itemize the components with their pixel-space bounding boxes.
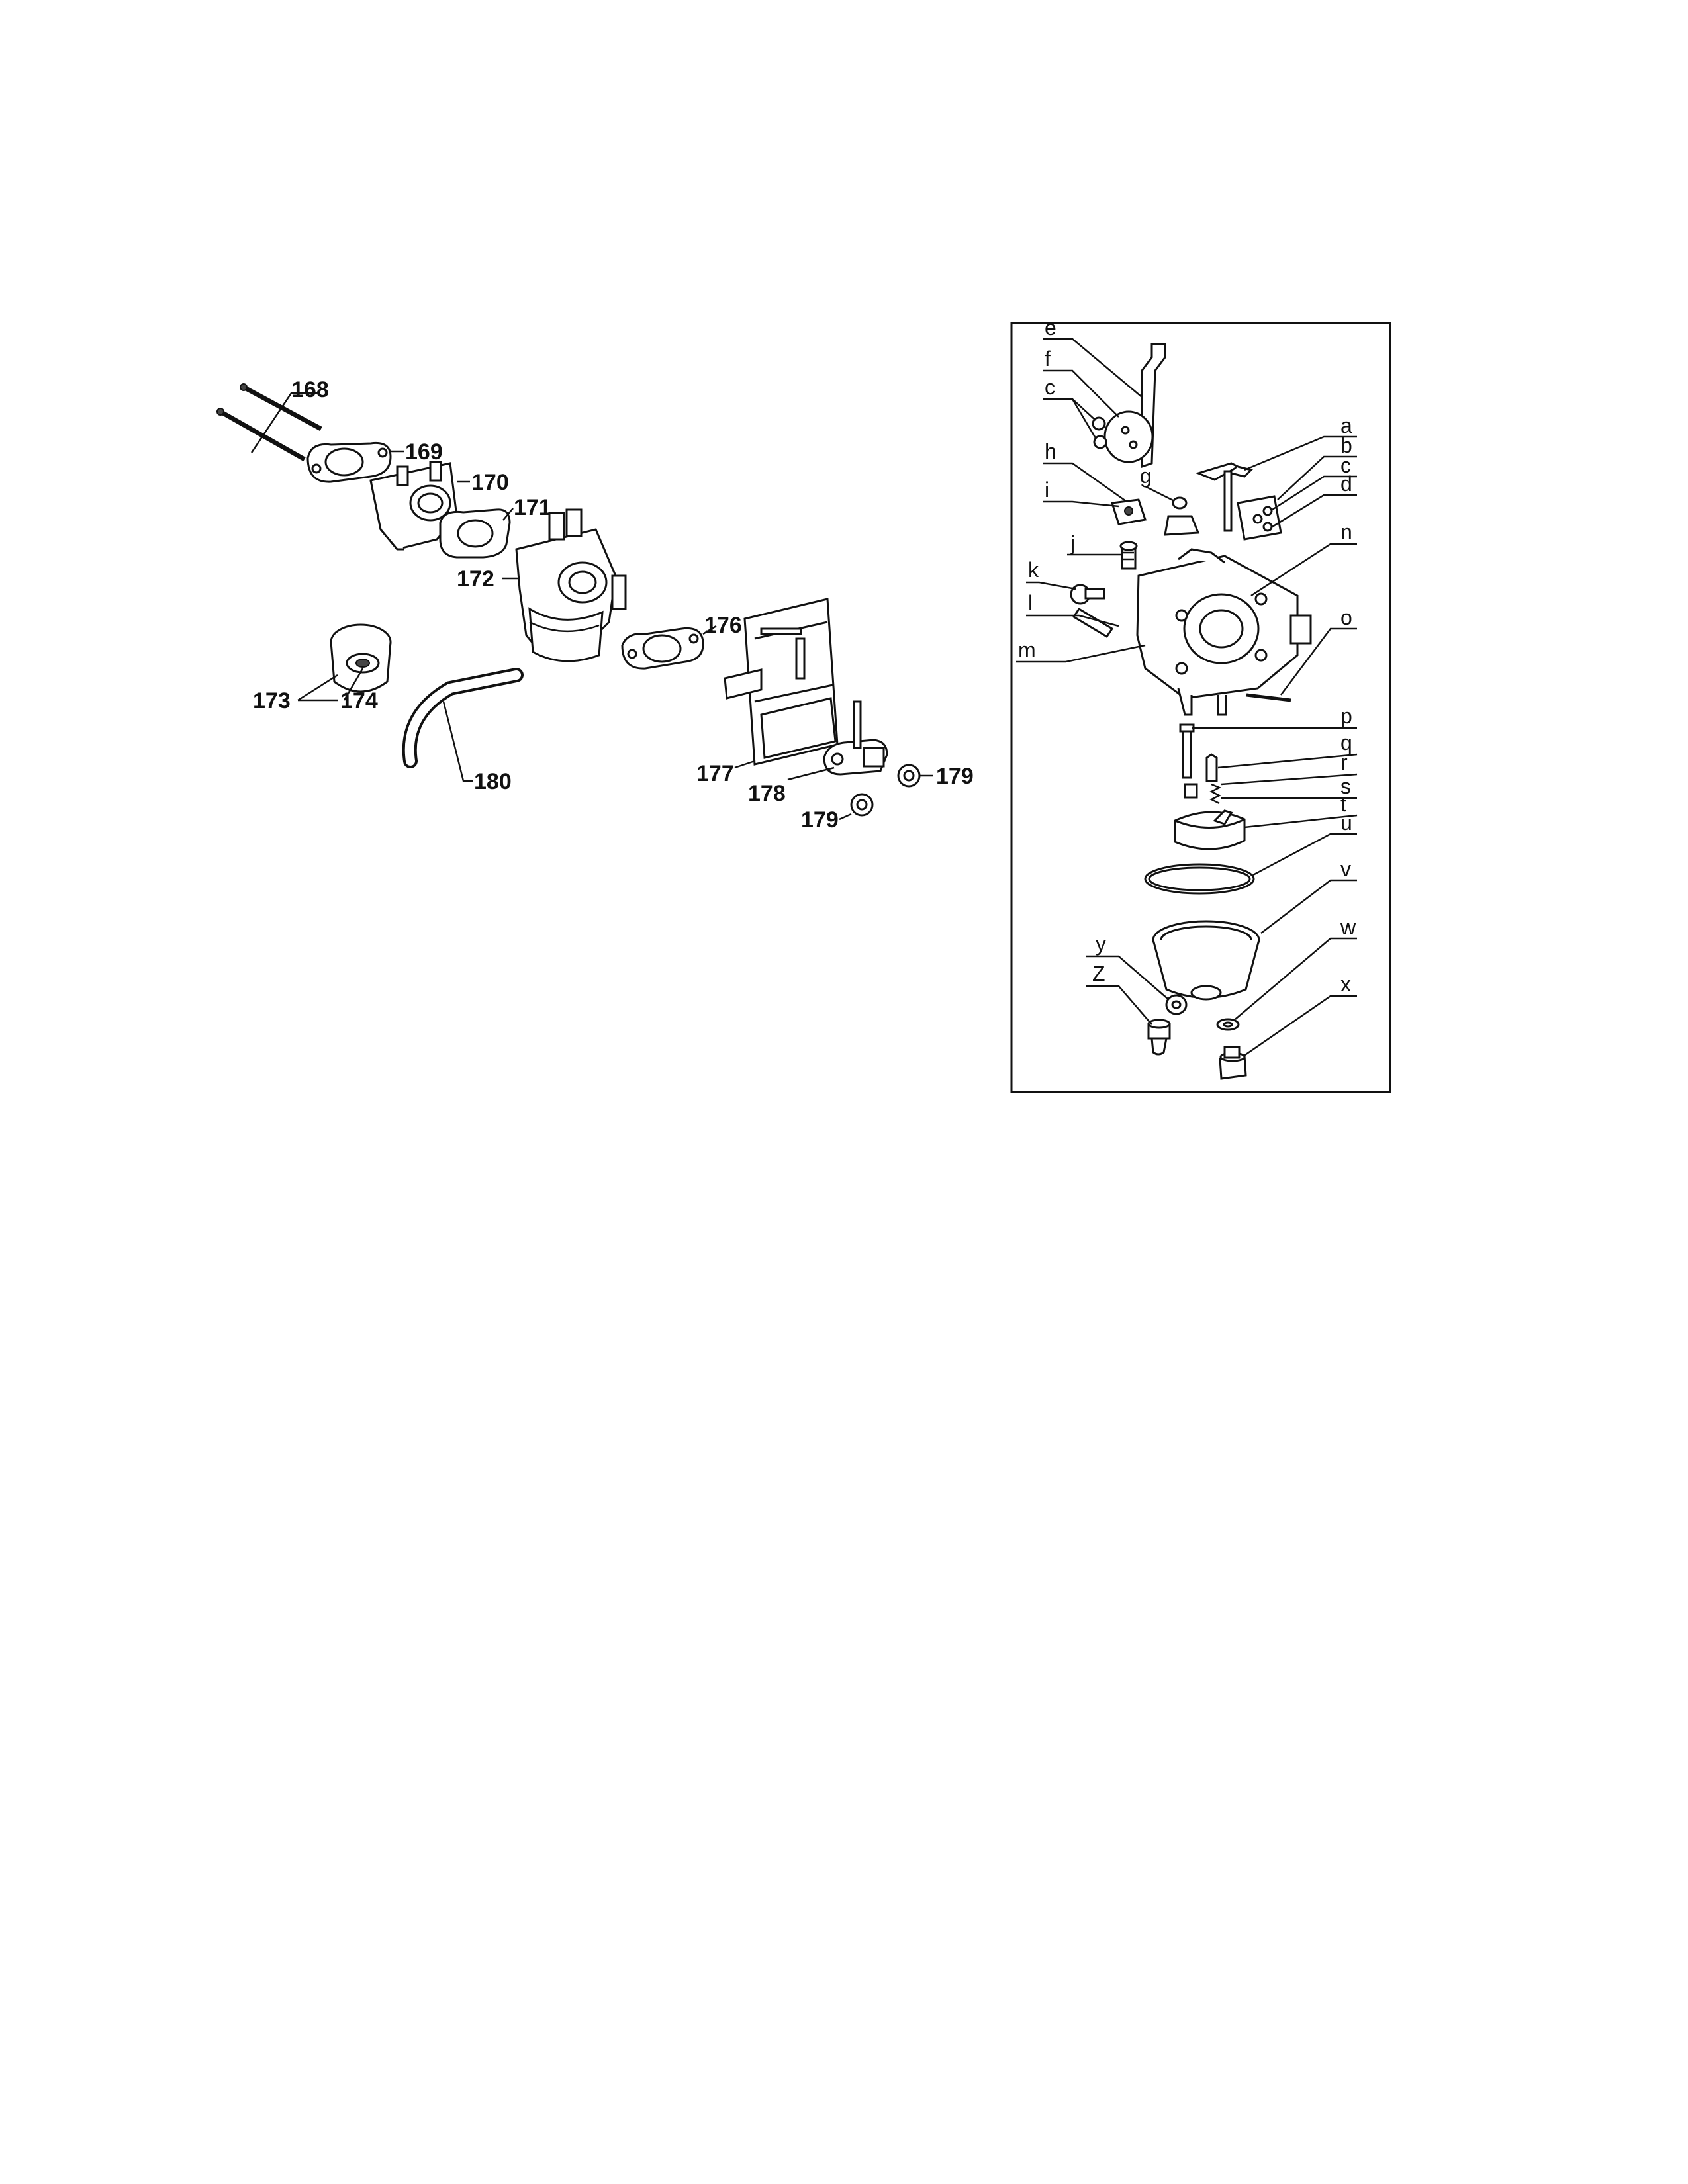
part-173-174-knob bbox=[330, 623, 392, 693]
detail-label-t: t bbox=[1340, 792, 1346, 816]
callout-176: 176 bbox=[704, 613, 742, 638]
part-q-float-needle bbox=[1205, 753, 1218, 782]
part-k-idle-knob bbox=[1070, 584, 1105, 605]
callout-180: 180 bbox=[474, 769, 512, 794]
part-j-pilot-screw bbox=[1119, 541, 1138, 570]
part-m-carb-body bbox=[1136, 548, 1312, 716]
detail-label-i: i bbox=[1045, 478, 1049, 502]
part-t-float bbox=[1174, 809, 1246, 850]
detail-label-b: b bbox=[1340, 433, 1352, 457]
detail-label-s: s bbox=[1340, 774, 1351, 798]
part-o-float-pin bbox=[1246, 693, 1291, 702]
part-b-throttle-plate bbox=[1237, 495, 1282, 541]
part-172-carburetor bbox=[515, 508, 627, 662]
callout-177: 177 bbox=[696, 761, 734, 786]
detail-label-j: j bbox=[1070, 531, 1075, 555]
callout-179-bottom: 179 bbox=[801, 807, 839, 833]
callout-178: 178 bbox=[748, 781, 786, 806]
callout-169: 169 bbox=[405, 439, 443, 465]
detail-label-n: n bbox=[1340, 520, 1352, 544]
detail-label-u: u bbox=[1340, 811, 1352, 835]
callout-168: 168 bbox=[291, 377, 329, 402]
part-u-bowl-gasket bbox=[1144, 863, 1255, 895]
detail-label-y: y bbox=[1096, 932, 1106, 956]
detail-label-v: v bbox=[1340, 857, 1351, 881]
part-177-shield bbox=[724, 598, 839, 766]
part-v-float-bowl bbox=[1152, 920, 1260, 1001]
detail-label-q: q bbox=[1340, 731, 1352, 754]
part-x-bowl-bolt bbox=[1219, 1046, 1247, 1080]
part-171-gasket bbox=[439, 508, 511, 559]
detail-label-x: x bbox=[1340, 972, 1351, 996]
part-i-throttle-lever bbox=[1111, 498, 1147, 525]
callout-174: 174 bbox=[340, 688, 378, 713]
part-c-screws-left bbox=[1092, 416, 1107, 449]
detail-label-h: h bbox=[1045, 439, 1056, 463]
part-c-screws-right bbox=[1262, 506, 1273, 532]
part-p-emulsion-tube bbox=[1179, 723, 1195, 779]
part-z-drain-screw bbox=[1147, 1019, 1171, 1056]
detail-label-c-left: c bbox=[1045, 375, 1055, 399]
detail-label-r: r bbox=[1340, 751, 1348, 774]
callout-171: 171 bbox=[514, 495, 551, 520]
detail-label-g: g bbox=[1140, 464, 1152, 488]
detail-inset-frame bbox=[1010, 322, 1391, 1093]
detail-label-Z: Z bbox=[1092, 962, 1105, 985]
detail-label-p: p bbox=[1340, 704, 1352, 728]
detail-label-a: a bbox=[1340, 414, 1352, 437]
part-169-gasket bbox=[306, 441, 392, 483]
callout-173: 173 bbox=[253, 688, 291, 713]
part-y-washer bbox=[1165, 994, 1188, 1015]
detail-label-d: d bbox=[1340, 472, 1352, 496]
detail-label-m: m bbox=[1018, 638, 1036, 662]
part-178-fuel-valve bbox=[823, 700, 888, 776]
callout-179-right: 179 bbox=[936, 764, 974, 789]
detail-inset: e f c h g bbox=[1010, 316, 1391, 1093]
detail-label-l: l bbox=[1028, 591, 1033, 615]
callout-172: 172 bbox=[457, 567, 494, 592]
part-170-spacer bbox=[369, 461, 458, 551]
detail-label-k: k bbox=[1028, 558, 1039, 582]
detail-label-c-right: c bbox=[1340, 453, 1351, 477]
part-179-nut-right bbox=[897, 764, 921, 788]
callout-170: 170 bbox=[471, 470, 509, 495]
detail-label-w: w bbox=[1340, 915, 1356, 939]
part-176-gasket bbox=[621, 627, 704, 670]
part-180-hose bbox=[402, 668, 524, 768]
part-f-choke-plate bbox=[1103, 410, 1154, 463]
part-179-nut-bottom bbox=[850, 793, 874, 817]
main-assembly: 168 169 170 171 bbox=[216, 377, 974, 833]
detail-label-o: o bbox=[1340, 606, 1352, 629]
part-s-spring bbox=[1209, 783, 1222, 805]
detail-label-f: f bbox=[1045, 347, 1051, 371]
detail-label-e: e bbox=[1045, 316, 1056, 340]
part-r-main-jet bbox=[1184, 783, 1198, 799]
part-w-washer bbox=[1216, 1018, 1240, 1031]
part-g-seal bbox=[1172, 496, 1188, 510]
part-g-cap bbox=[1164, 515, 1200, 536]
